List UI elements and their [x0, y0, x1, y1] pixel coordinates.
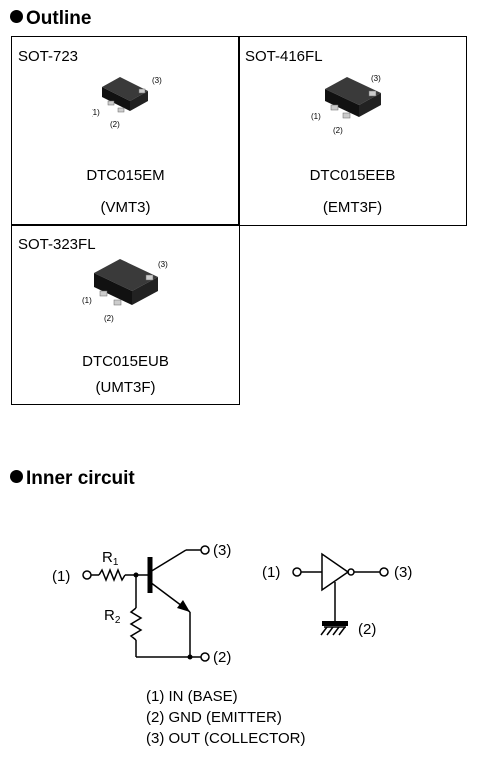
ground-hatch: [338, 626, 346, 636]
pin-label-1: (1): [82, 296, 92, 305]
chip-left-face: [94, 273, 132, 305]
ground-hatch: [320, 626, 328, 636]
pin-lead: [117, 107, 125, 113]
chip-right-face: [130, 91, 148, 111]
emitter-arrow-icon: [177, 600, 190, 612]
ground-hatch: [332, 626, 340, 636]
outline-heading: Outline: [10, 8, 91, 30]
chip-left-face: [325, 89, 359, 117]
pin-label-1: (1): [92, 108, 100, 117]
legend-item-pin-2: (2) GND (EMITTER): [146, 709, 282, 726]
transistor-pin-2-label: (2): [213, 649, 231, 666]
package-cell-sot-323fl: SOT-323FL (3) (1) (2) DTC015EUB (UMT3F): [11, 224, 240, 405]
chip-top-face: [325, 77, 381, 105]
pin-label-3: (3): [152, 76, 162, 85]
r1-resistor-icon: [98, 567, 126, 583]
package-name: SOT-416FL: [245, 48, 323, 65]
pin-lead: [368, 90, 377, 97]
buffer-output-terminal-icon: [379, 567, 389, 577]
r1-label: R1: [102, 549, 119, 568]
buffer-triangle-icon: [321, 552, 350, 592]
package-cell-sot-723: SOT-723 (3) (1) (2) DTC015EM (VMT3): [11, 36, 240, 226]
sot-416fl-chip-icon: (3) (1) (2): [311, 74, 381, 135]
outline-heading-text: Outline: [26, 8, 92, 29]
buffer-pin-3-label: (3): [394, 564, 412, 581]
chip-right-face: [359, 93, 381, 117]
package-name: SOT-723: [18, 48, 79, 65]
r2-resistor-icon: [129, 607, 143, 641]
bullet-icon: [10, 470, 23, 483]
legend-item-pin-3: (3) OUT (COLLECTOR): [146, 730, 306, 747]
pin-label-3: (3): [371, 74, 381, 83]
chip-left-face: [102, 87, 130, 111]
pin-lead: [145, 274, 154, 281]
inner-circuit-heading: Inner circuit: [10, 468, 135, 490]
pin-legend: (1) IN (BASE) (2) GND (EMITTER) (3) OUT …: [146, 686, 305, 749]
collector-line: [149, 549, 187, 573]
transistor-pin-1-label: (1): [52, 568, 70, 585]
pin-lead: [138, 88, 146, 94]
legend-item-pin-1: (1) IN (BASE): [146, 688, 238, 705]
package-name: SOT-323FL: [18, 236, 96, 253]
pin-label-2: (2): [110, 120, 120, 129]
chip-top-face: [102, 77, 148, 101]
pin-label-2: (2): [104, 314, 114, 323]
bullet-icon: [10, 10, 23, 23]
part-number: DTC015EM: [86, 167, 165, 184]
pin-label-2: (2): [333, 126, 343, 135]
package-cell-sot-416fl: SOT-416FL (3) (1) (2) DTC015EEB (EMT3F): [238, 36, 467, 226]
package-code: (VMT3): [100, 199, 151, 216]
package-code: (UMT3F): [95, 379, 156, 396]
pin-2-terminal-icon: [200, 652, 210, 662]
buffer-pin-2-label: (2): [358, 621, 376, 638]
ground-hatch: [326, 626, 334, 636]
buffer-pin-1-label: (1): [262, 564, 280, 581]
ground-bar: [322, 621, 348, 626]
package-code: (EMT3F): [322, 199, 383, 216]
pin-lead: [99, 290, 108, 297]
pin-lead: [342, 112, 351, 119]
pin-lead: [330, 104, 339, 111]
pin-3-terminal-icon: [200, 545, 210, 555]
buffer-input-terminal-icon: [292, 567, 302, 577]
pin-label-1: (1): [311, 112, 321, 121]
chip-right-face: [132, 277, 158, 305]
pin-lead: [113, 299, 122, 306]
sot-723-chip-icon: (3) (1) (2): [92, 76, 162, 129]
part-number: DTC015EEB: [309, 167, 396, 184]
junction-dot: [133, 572, 139, 578]
inner-circuit-schematic: (1) R1 R2 (3) (2) (1) (3) (2): [52, 542, 412, 666]
pin-label-3: (3): [158, 260, 168, 269]
chip-top-face: [94, 259, 158, 291]
pin-1-terminal-icon: [82, 570, 92, 580]
sot-323fl-chip-icon: (3) (1) (2): [82, 259, 168, 323]
r2-label: R2: [104, 607, 121, 626]
part-number: DTC015EUB: [82, 353, 169, 370]
junction-dot: [187, 654, 193, 660]
pin-lead: [107, 100, 115, 106]
transistor-pin-3-label: (3): [213, 542, 231, 559]
inner-circuit-heading-text: Inner circuit: [26, 468, 135, 489]
